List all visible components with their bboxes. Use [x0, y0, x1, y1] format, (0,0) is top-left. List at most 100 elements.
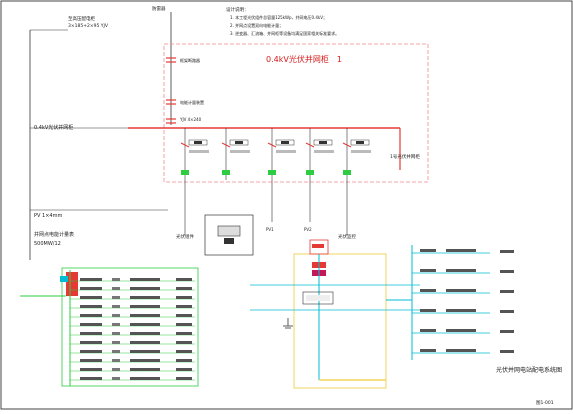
- left-row-code: [80, 377, 102, 380]
- left-row-load: [176, 368, 192, 371]
- branch-label-bar: [276, 150, 296, 153]
- right-row-cable: [446, 329, 476, 332]
- left-row-load: [176, 359, 192, 362]
- left-row-rating: [112, 323, 120, 326]
- breaker-label: 框架断路器: [180, 57, 200, 63]
- left-row-rating: [112, 305, 120, 308]
- branch-breaker-icon: [181, 170, 189, 175]
- right-row-load: [500, 310, 514, 313]
- branch-nameplate: [313, 139, 333, 146]
- left-row-load: [176, 377, 192, 380]
- branch-switch: [267, 142, 277, 148]
- right-row-cable: [446, 269, 476, 272]
- left-row-cable: [130, 368, 160, 371]
- left-label-1: 0.4kV光伏并网柜: [34, 124, 73, 131]
- meter-label: 电能计量装置: [180, 99, 204, 105]
- left-row-load: [176, 278, 192, 281]
- left-row-load: [176, 287, 192, 290]
- left-row-load: [176, 296, 192, 299]
- left-row-code: [80, 359, 102, 362]
- left-row-load: [176, 305, 192, 308]
- right-row-cable: [446, 309, 476, 312]
- left-row-rating: [112, 359, 120, 362]
- inverter-display: [224, 238, 234, 244]
- main-breaker-group: 框架断路器 电能计量装置 YJV 4×240: [166, 57, 204, 124]
- branch-nameplate: [188, 139, 208, 146]
- right-row-load: [500, 270, 514, 273]
- system-title: 光伏并网电站配电系统图: [496, 366, 562, 374]
- lightning-label: 防雷器: [152, 5, 166, 12]
- note-3: 3. 逆变器、汇流箱、并网柜等设备均满足国家相关标准要求。: [230, 30, 339, 36]
- left-row-rating: [112, 314, 120, 317]
- left-row-code: [80, 323, 102, 326]
- left-row-code: [80, 278, 102, 281]
- right-row-breaker: [420, 309, 436, 312]
- left-row-load: [176, 341, 192, 344]
- right-row-cable: [446, 249, 476, 252]
- note-1: 1. 本工程光伏组件总容量125kWp，并网电压0.4kV；: [230, 14, 327, 20]
- right-row-load: [500, 290, 514, 293]
- monitor-label: 光伏监控: [338, 233, 356, 240]
- branch-label-bar: [351, 150, 371, 153]
- left-row-cable: [130, 377, 160, 380]
- pv2-label: PV2: [304, 227, 312, 232]
- branch-nameplate-fill: [235, 141, 243, 144]
- branch-nameplate-fill: [356, 141, 364, 144]
- right-center-box-inner: [306, 295, 330, 301]
- branch-nameplate-fill: [194, 141, 202, 144]
- left-row-code: [80, 287, 102, 290]
- left-row-cable: [130, 305, 160, 308]
- panel-border: [163, 43, 429, 183]
- left-row-rating: [112, 341, 120, 344]
- right-row-breaker: [420, 269, 436, 272]
- left-row-load: [176, 350, 192, 353]
- left-row-code: [80, 305, 102, 308]
- right-output-rows: [412, 249, 514, 354]
- left-label-2: PV 1×4mm: [34, 213, 62, 219]
- left-table-rows: [70, 278, 195, 381]
- cable-label: YJV 4×240: [179, 117, 202, 122]
- right-top-breaker-fill: [312, 244, 324, 248]
- left-table-header-red: [66, 272, 78, 296]
- left-row-rating: [112, 332, 120, 335]
- right-row-breaker: [420, 349, 436, 352]
- right-row-breaker: [420, 329, 436, 332]
- left-row-code: [80, 332, 102, 335]
- branch-switch: [221, 142, 231, 148]
- left-row-code: [80, 341, 102, 344]
- branch-feeders: [180, 128, 371, 180]
- right-center-box: [302, 291, 334, 305]
- pv1-label: PV1: [266, 227, 274, 232]
- branch-nameplate: [275, 139, 295, 146]
- branch-breaker-icon: [222, 170, 230, 175]
- left-row-load: [176, 332, 192, 335]
- branch-label-bar: [230, 150, 250, 153]
- page-number: 图1-001: [536, 400, 554, 406]
- note-2: 2. 并网点设置双向电能计量；: [230, 22, 283, 28]
- branch-label-bar: [189, 150, 209, 153]
- branch-nameplate-fill: [281, 141, 289, 144]
- grid-label-2: 3×185+2×95 YJV: [68, 23, 109, 29]
- left-label-4: 500MW/12: [34, 241, 61, 247]
- left-row-cable: [130, 332, 160, 335]
- left-table-frame: [61, 267, 199, 387]
- left-row-cable: [130, 359, 160, 362]
- left-row-cable: [130, 314, 160, 317]
- branch-breaker-icon: [268, 170, 276, 175]
- branch-switch: [305, 142, 315, 148]
- left-row-cable: [130, 278, 160, 281]
- left-label-3: 并网点电能计量表: [34, 231, 74, 238]
- left-row-cable: [130, 350, 160, 353]
- branch-breaker-icon: [306, 170, 314, 175]
- left-row-rating: [112, 287, 120, 290]
- right-row-load: [500, 330, 514, 333]
- branch-switch: [180, 142, 190, 148]
- right-row-breaker: [420, 289, 436, 292]
- right-row-breaker: [420, 249, 436, 252]
- bus-label: 1号光伏并网柜: [390, 153, 420, 160]
- left-row-code: [80, 350, 102, 353]
- panel-title: 0.4kV光伏并网柜 1: [266, 54, 342, 64]
- left-row-cable: [130, 341, 160, 344]
